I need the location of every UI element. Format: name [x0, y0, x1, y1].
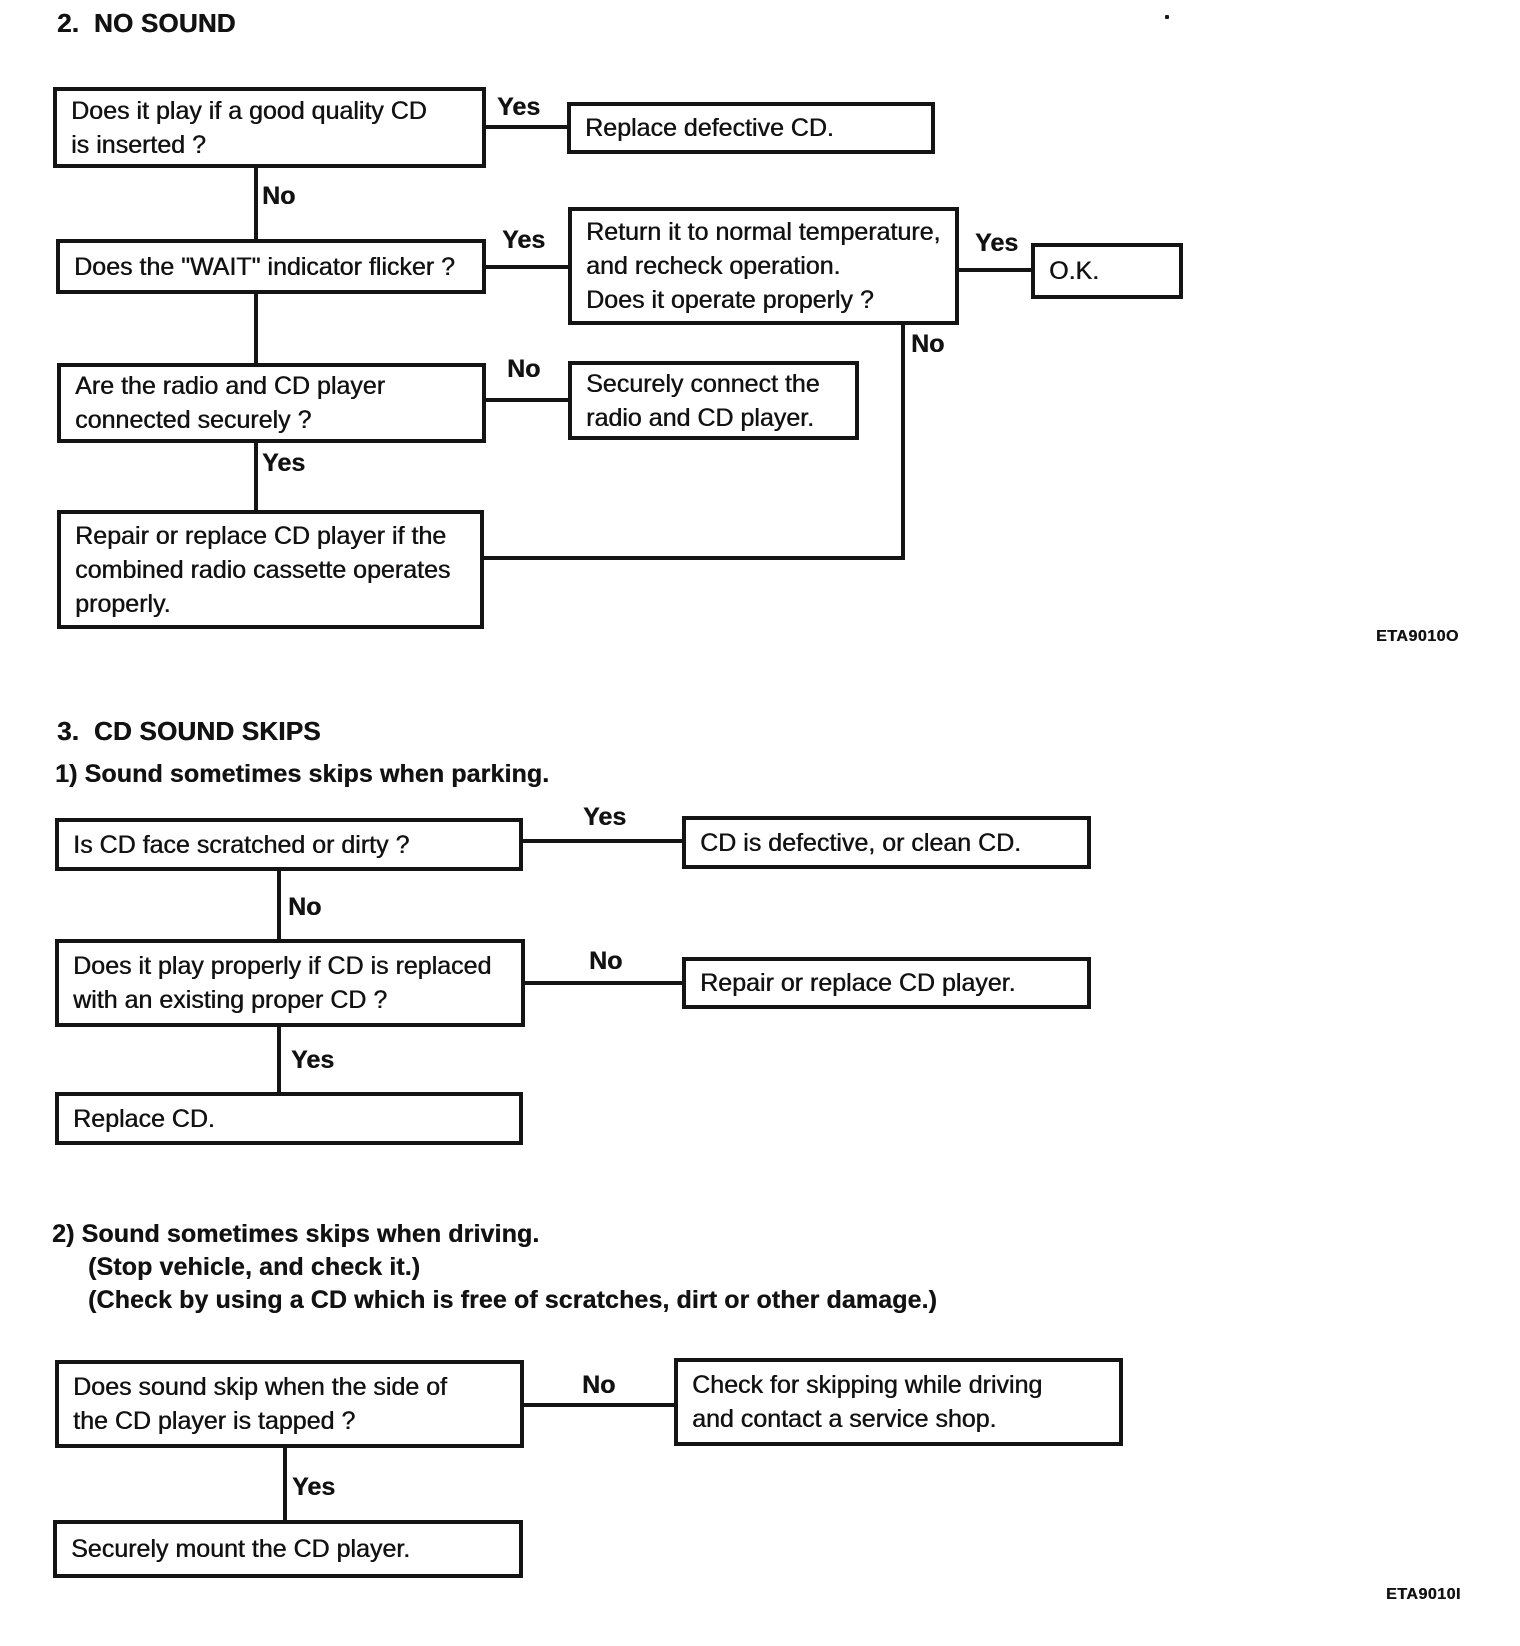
flow-node-replace-cd: Replace CD. — [55, 1092, 523, 1145]
node-line: Is CD face scratched or dirty ? — [73, 830, 410, 859]
node-line: and recheck operation. — [586, 252, 841, 280]
flow-node-q-play-proper-cd: Does it play properly if CD is replaced … — [55, 939, 525, 1027]
edge-label-no: No — [288, 893, 322, 921]
node-line: Return it to normal temperature, — [586, 218, 941, 246]
connector-playproper-to-replace — [277, 1026, 281, 1092]
node-line: is inserted ? — [71, 130, 206, 159]
node-line: Does it play if a good quality CD — [71, 96, 427, 125]
node-line: and contact a service shop. — [692, 1405, 997, 1433]
edge-label-yes: Yes — [583, 803, 627, 831]
node-line: Are the radio and CD player — [75, 372, 385, 400]
flow-node-repair-if-radio-ok: Repair or replace CD player if the combi… — [57, 510, 484, 629]
flow-node-return-temp: Return it to normal temperature, and rec… — [568, 207, 959, 325]
connector-goodcd-to-wait — [254, 167, 258, 239]
flow-node-ok: O.K. — [1031, 243, 1183, 299]
node-line: O.K. — [1049, 257, 1100, 285]
edge-label-yes: Yes — [292, 1473, 336, 1501]
figure-code-eta9010i: ETA9010I — [1386, 1586, 1461, 1603]
flow-node-q-tapped: Does sound skip when the side of the CD … — [55, 1360, 524, 1448]
flow-node-q-good-cd: Does it play if a good quality CD is ins… — [53, 87, 486, 168]
figure-code-eta9010o: ETA9010O — [1376, 628, 1459, 645]
subheading-skips-parking: 1) Sound sometimes skips when parking. — [55, 760, 550, 788]
flow-node-q-connected: Are the radio and CD player connected se… — [57, 363, 486, 443]
connector-tapped-to-check — [524, 1403, 674, 1407]
edge-label-yes: Yes — [502, 226, 546, 254]
edge-label-no: No — [507, 355, 541, 383]
flow-node-q-wait-flicker: Does the "WAIT" indicator flicker ? — [56, 239, 486, 294]
connector-goodcd-to-replace — [486, 125, 567, 129]
node-line: the CD player is tapped ? — [73, 1407, 356, 1435]
edge-label-yes: Yes — [291, 1046, 335, 1074]
connector-temp-no-down — [901, 325, 905, 560]
connector-wait-to-temp — [486, 265, 568, 269]
node-line: Securely connect the — [586, 369, 820, 398]
connector-tapped-to-mount — [283, 1448, 287, 1520]
edge-label-no: No — [911, 330, 945, 358]
edge-label-no: No — [582, 1371, 616, 1399]
node-line: Does the "WAIT" indicator flicker ? — [74, 252, 455, 281]
edge-label-yes: Yes — [497, 93, 541, 121]
node-line: CD is defective, or clean CD. — [700, 828, 1021, 857]
flow-node-mount-securely: Securely mount the CD player. — [53, 1520, 523, 1578]
node-line: radio and CD player. — [586, 403, 814, 432]
node-line: Replace defective CD. — [585, 114, 834, 142]
edge-label-yes: Yes — [975, 229, 1019, 257]
node-line: Does it play properly if CD is replaced — [73, 952, 492, 980]
flow-node-repair-or-replace: Repair or replace CD player. — [682, 957, 1091, 1009]
node-line: Does sound skip when the side of — [73, 1373, 447, 1401]
flow-node-replace-defective-cd: Replace defective CD. — [567, 102, 935, 154]
note-check-cd: (Check by using a CD which is free of sc… — [88, 1286, 937, 1314]
flow-node-check-while-driving: Check for skipping while driving and con… — [674, 1358, 1123, 1446]
node-line: Repair or replace CD player if the — [75, 521, 446, 550]
flow-node-defective-or-clean: CD is defective, or clean CD. — [682, 816, 1091, 869]
section-heading-no-sound: 2. NO SOUND — [57, 8, 236, 38]
section-heading-cd-sound-skips: 3. CD SOUND SKIPS — [57, 716, 321, 746]
edge-label-no: No — [589, 947, 623, 975]
node-line: properly. — [75, 589, 171, 618]
node-line: Does it operate properly ? — [586, 286, 874, 314]
flow-node-connect-securely: Securely connect the radio and CD player… — [568, 361, 859, 440]
connector-join-to-repair — [483, 556, 905, 560]
connector-temp-to-ok — [958, 268, 1033, 272]
subheading-skips-driving: 2) Sound sometimes skips when driving. — [52, 1220, 540, 1248]
connector-connected-to-repair — [254, 443, 258, 510]
edge-label-yes: Yes — [262, 449, 306, 477]
connector-scratched-to-defective — [523, 839, 682, 843]
node-line: connected securely ? — [75, 406, 312, 434]
node-line: Securely mount the CD player. — [71, 1535, 411, 1563]
connector-playproper-to-repair — [525, 981, 682, 985]
node-line: Repair or replace CD player. — [700, 969, 1016, 997]
node-line: combined radio cassette operates — [75, 555, 451, 584]
connector-connected-to-secure — [486, 398, 568, 402]
node-line: with an existing proper CD ? — [73, 986, 388, 1014]
connector-wait-to-connected — [254, 294, 258, 363]
edge-label-no: No — [262, 182, 296, 210]
scan-speck — [1165, 15, 1169, 19]
flow-node-q-scratched: Is CD face scratched or dirty ? — [55, 818, 523, 871]
node-line: Replace CD. — [73, 1104, 215, 1133]
connector-scratched-to-playproper — [277, 871, 281, 939]
node-line: Check for skipping while driving — [692, 1371, 1043, 1399]
note-stop-vehicle: (Stop vehicle, and check it.) — [88, 1253, 421, 1281]
